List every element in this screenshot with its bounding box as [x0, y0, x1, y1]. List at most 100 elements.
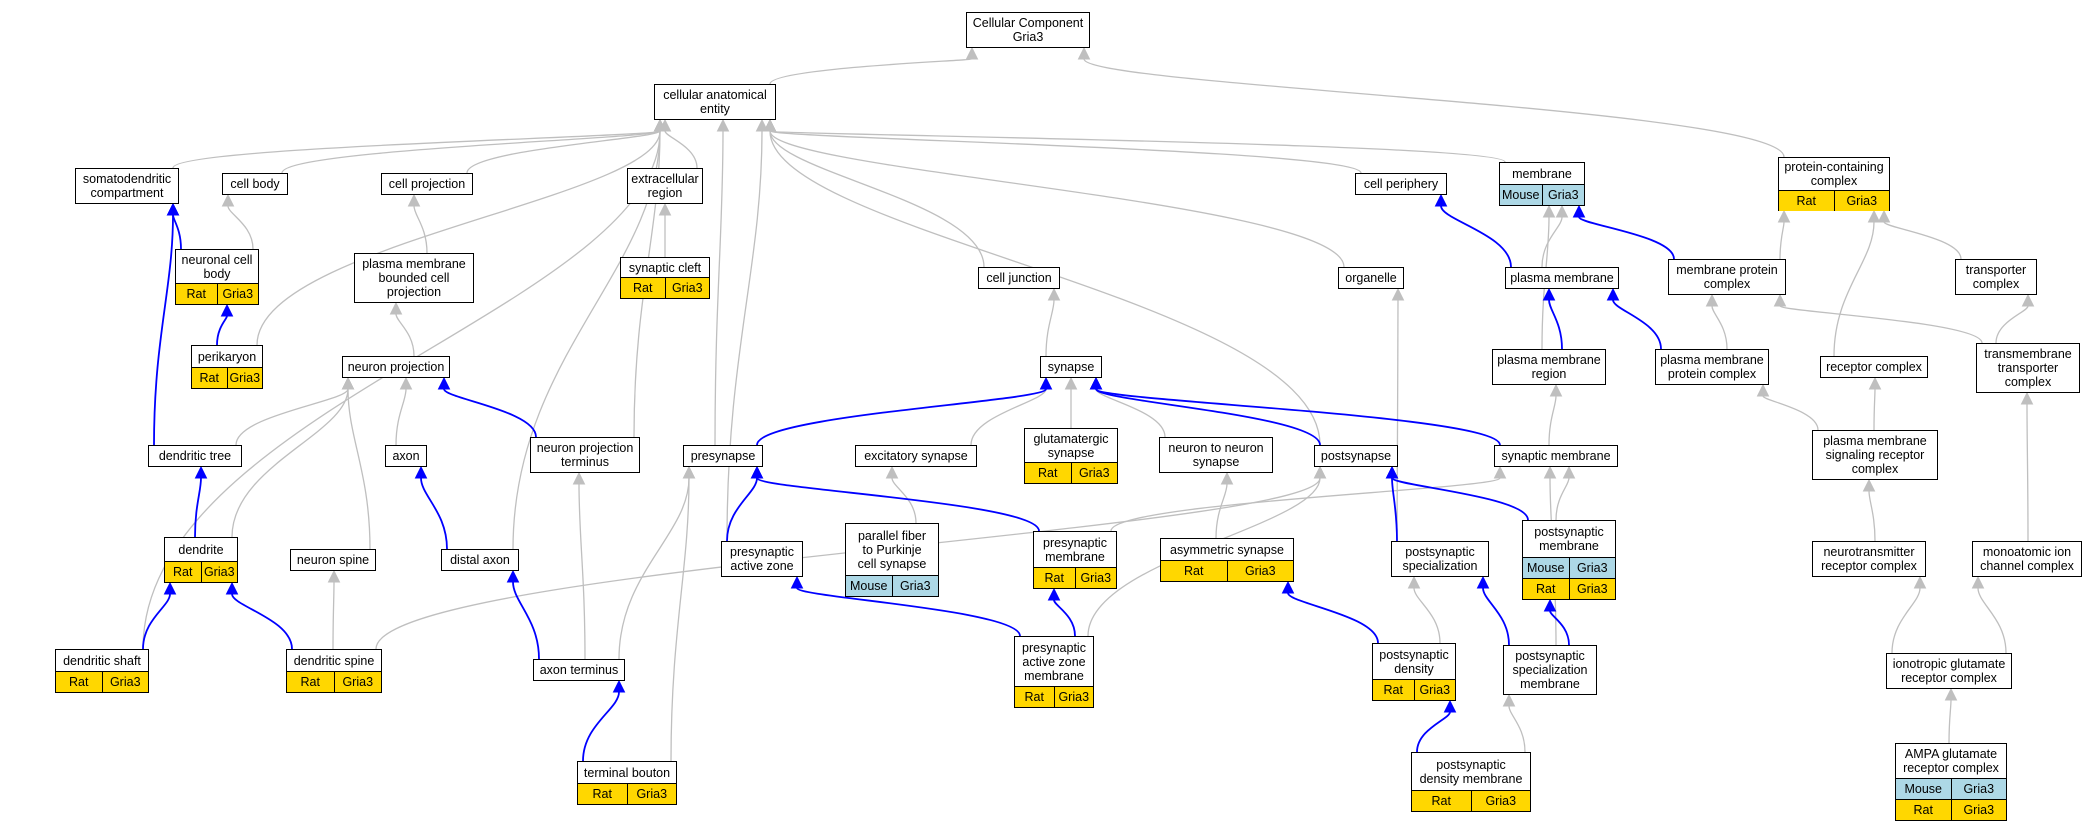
part-of-edge	[582, 691, 620, 762]
node-label-line: plasma membrane	[1660, 353, 1764, 367]
annotation-organism: Mouse	[1501, 188, 1540, 202]
arrowhead-icon	[1572, 204, 1586, 218]
node-organelle[interactable]: organelle	[1338, 267, 1404, 289]
node-label-line: transmembrane	[1984, 347, 2072, 361]
node-distal-axon[interactable]: distal axon	[441, 549, 519, 571]
arrowhead-icon	[225, 581, 239, 595]
node-axon-terminus[interactable]: axon terminus	[533, 659, 625, 681]
node-label-line: active zone	[730, 559, 794, 573]
annotation-organism: Rat	[1038, 466, 1058, 480]
node-postsynapse[interactable]: postsynapse	[1314, 445, 1398, 467]
node-label: dendritic tree	[149, 446, 241, 466]
node-label-line: bounded cell	[378, 271, 450, 285]
node-label-line: membrane protein	[1676, 263, 1778, 277]
annotation-gene: Gria3	[1568, 558, 1616, 578]
is-a-edge	[1413, 587, 1441, 644]
node-synaptic-membrane[interactable]: synaptic membrane	[1494, 445, 1618, 467]
node-label-line: neuronal cell	[181, 252, 253, 267]
node-label-line: transporter	[1965, 263, 2027, 277]
node-label-line: extracellular	[631, 172, 699, 186]
arrowhead-icon	[1039, 376, 1053, 390]
node-receptor-complex[interactable]: receptor complex	[1820, 356, 1928, 378]
arrowhead-icon	[1434, 193, 1448, 207]
node-cell-junction[interactable]: cell junction	[978, 267, 1060, 289]
annotation-organism: Rat	[199, 371, 219, 385]
is-a-edge	[1995, 305, 2029, 344]
node-label: dendritic spine	[287, 650, 381, 671]
annotation-gene: Gria3	[1470, 791, 1531, 811]
node-label: synaptic cleft	[621, 258, 709, 277]
node-excitatory-synapse[interactable]: excitatory synapse	[855, 445, 977, 467]
part-of-edge	[1095, 388, 1321, 446]
node-neuron-projection[interactable]: neuron projection	[342, 356, 450, 378]
node-dendritic-tree[interactable]: dendritic tree	[148, 445, 242, 467]
node-label-line: receptor complex	[1903, 761, 1999, 775]
node-label-line: specialization	[1402, 559, 1478, 573]
node-label: cell junction	[979, 268, 1059, 288]
node-cell-body[interactable]: cell body	[222, 173, 288, 195]
node-presynapse[interactable]: presynapse	[683, 445, 763, 467]
node-label-line: axon terminus	[539, 663, 619, 677]
node-cell-projection[interactable]: cell projection	[381, 173, 473, 195]
is-a-edge	[395, 388, 407, 446]
node-plasma-membrane[interactable]: plasma membrane	[1505, 267, 1619, 289]
arrowhead-icon	[1064, 376, 1078, 390]
arrowhead-icon	[1867, 209, 1881, 223]
node-neuron-spine[interactable]: neuron spine	[290, 549, 376, 571]
part-of-edge	[216, 315, 228, 346]
node-label-line: AMPA glutamate	[1904, 747, 1998, 761]
node-axon[interactable]: axon	[385, 445, 427, 467]
node-label-line: membrane	[1512, 166, 1572, 181]
node-cell-periphery[interactable]: cell periphery	[1355, 173, 1447, 195]
arrowhead-icon	[965, 46, 979, 60]
node-label: membrane	[1500, 163, 1584, 184]
node-label: dendritic shaft	[56, 650, 148, 671]
node-synapse[interactable]: synapse	[1040, 356, 1102, 378]
annotation-organism: Rat	[69, 675, 89, 689]
is-a-edge	[2026, 403, 2029, 542]
